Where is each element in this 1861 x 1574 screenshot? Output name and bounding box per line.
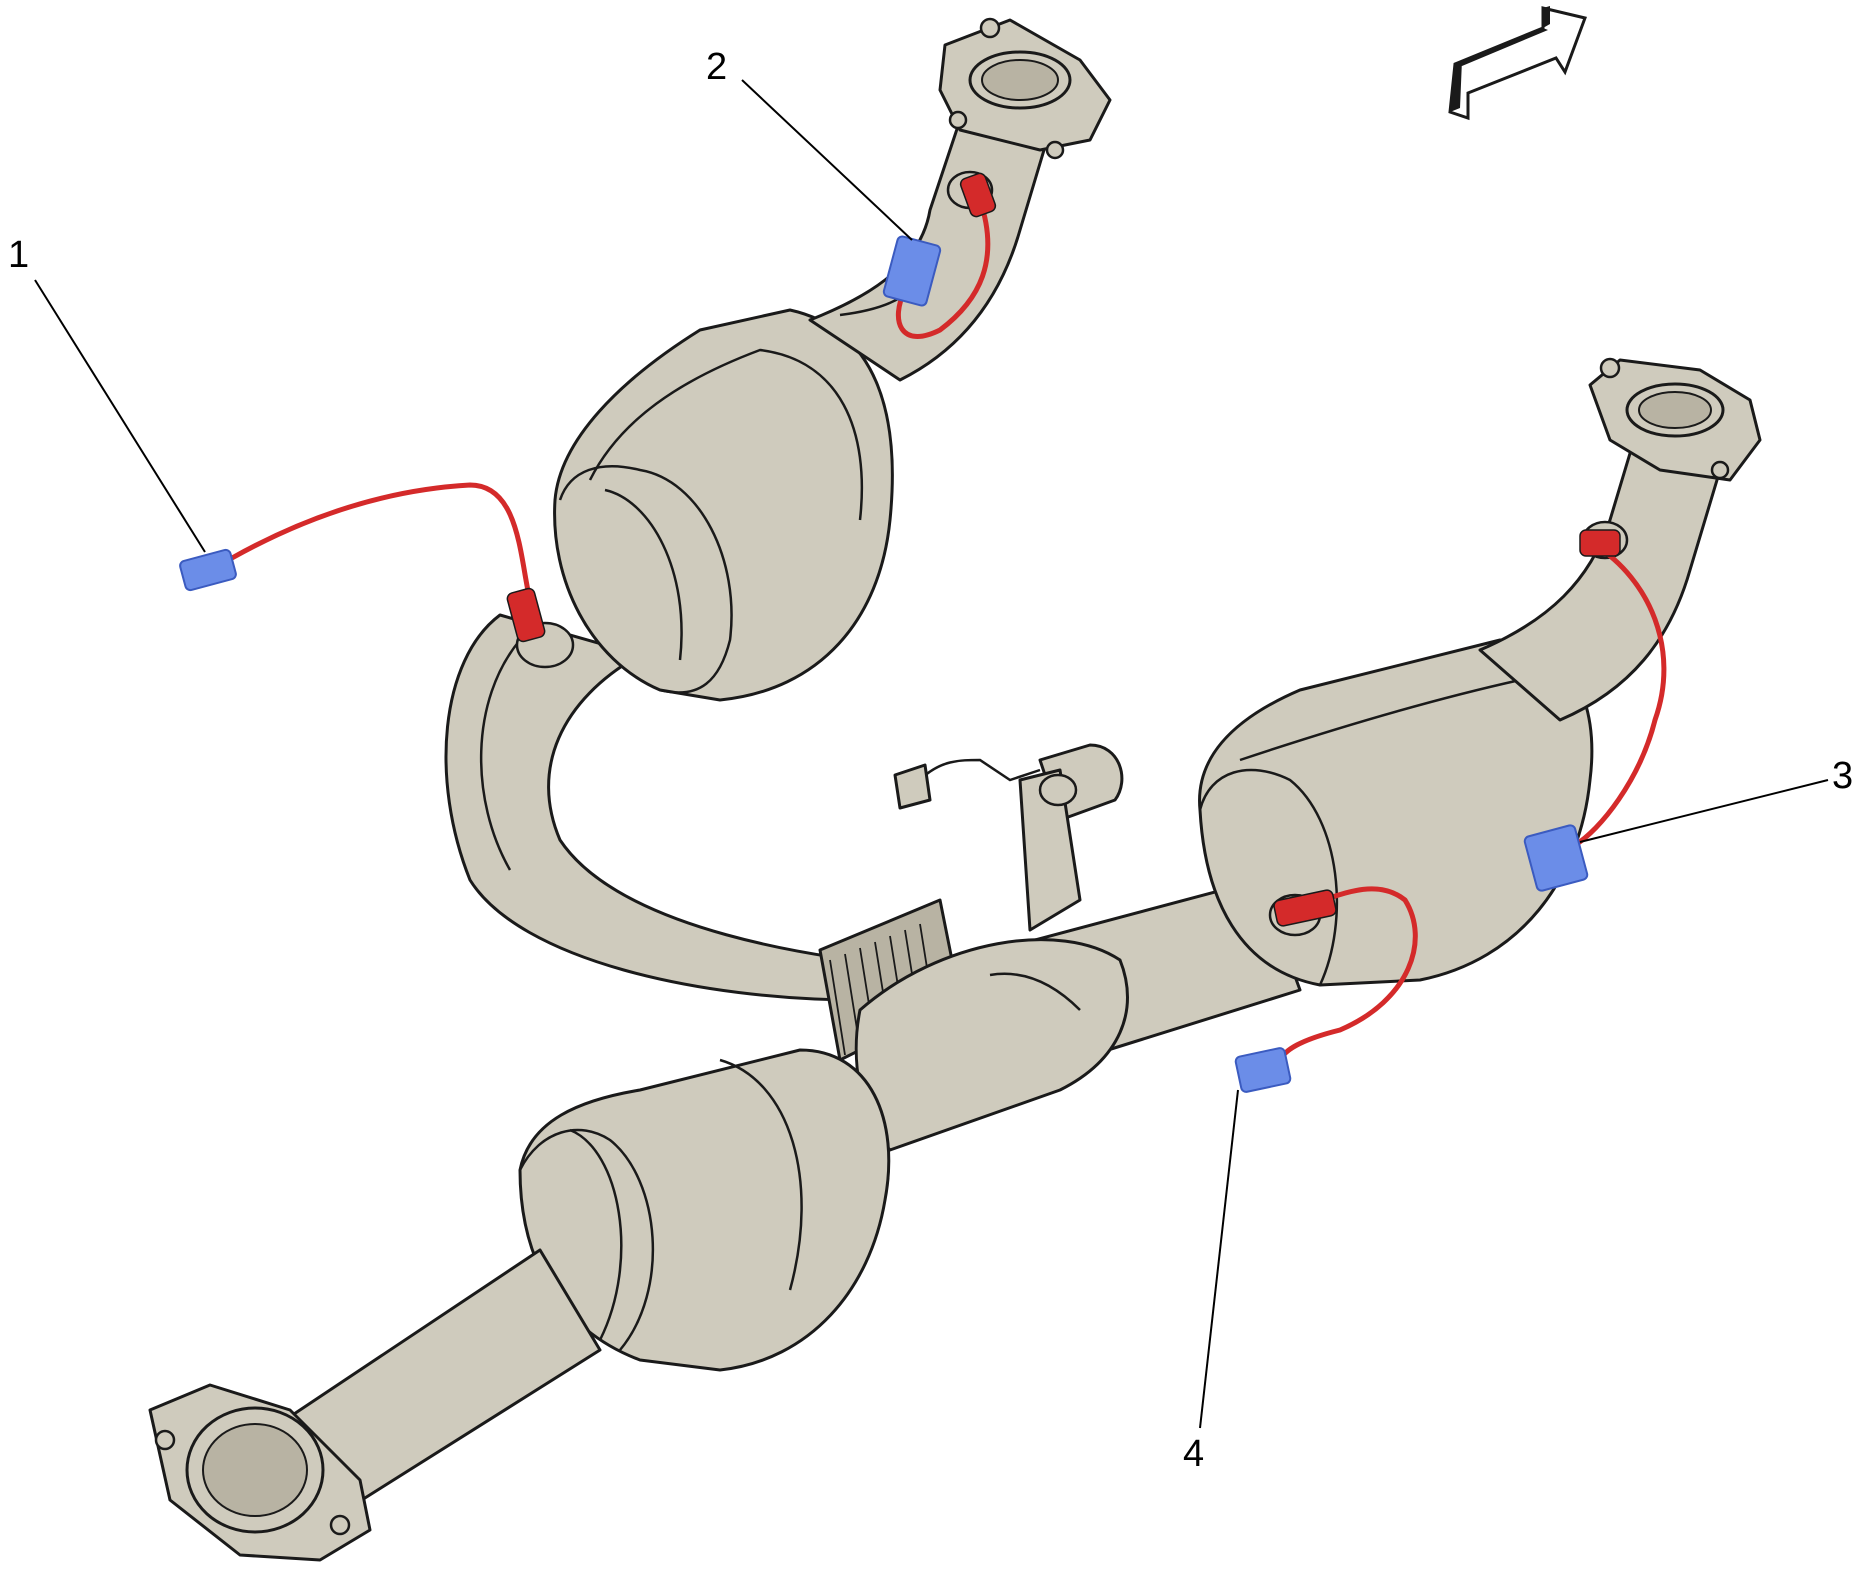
leader-line-2 — [741, 79, 913, 241]
leader-line-4 — [1199, 1089, 1239, 1429]
sensor-connector-1 — [179, 548, 237, 592]
leader-line-1 — [34, 279, 206, 553]
callout-3: 3 — [1832, 755, 1854, 797]
sensor-connector-3 — [1523, 824, 1589, 892]
callout-1: 1 — [8, 234, 30, 276]
oxygen-sensor-4-wire — [1273, 886, 1418, 1062]
callout-2: 2 — [706, 46, 728, 88]
left-exhaust-branch — [444, 17, 1112, 1062]
oxygen-sensor-2-wire — [895, 172, 997, 339]
leader-line-3 — [1579, 779, 1829, 843]
oxygen-sensor-1-wire — [230, 482, 546, 643]
main-exhaust-section — [148, 938, 1129, 1562]
hanger-bracket — [893, 743, 1124, 932]
forward-direction-arrow-icon — [1448, 6, 1587, 121]
oxygen-sensor-3-wire — [1573, 529, 1667, 848]
sensor-connector-2 — [882, 235, 942, 307]
callout-4: 4 — [1183, 1433, 1205, 1475]
sensor-connector-4 — [1234, 1047, 1292, 1093]
